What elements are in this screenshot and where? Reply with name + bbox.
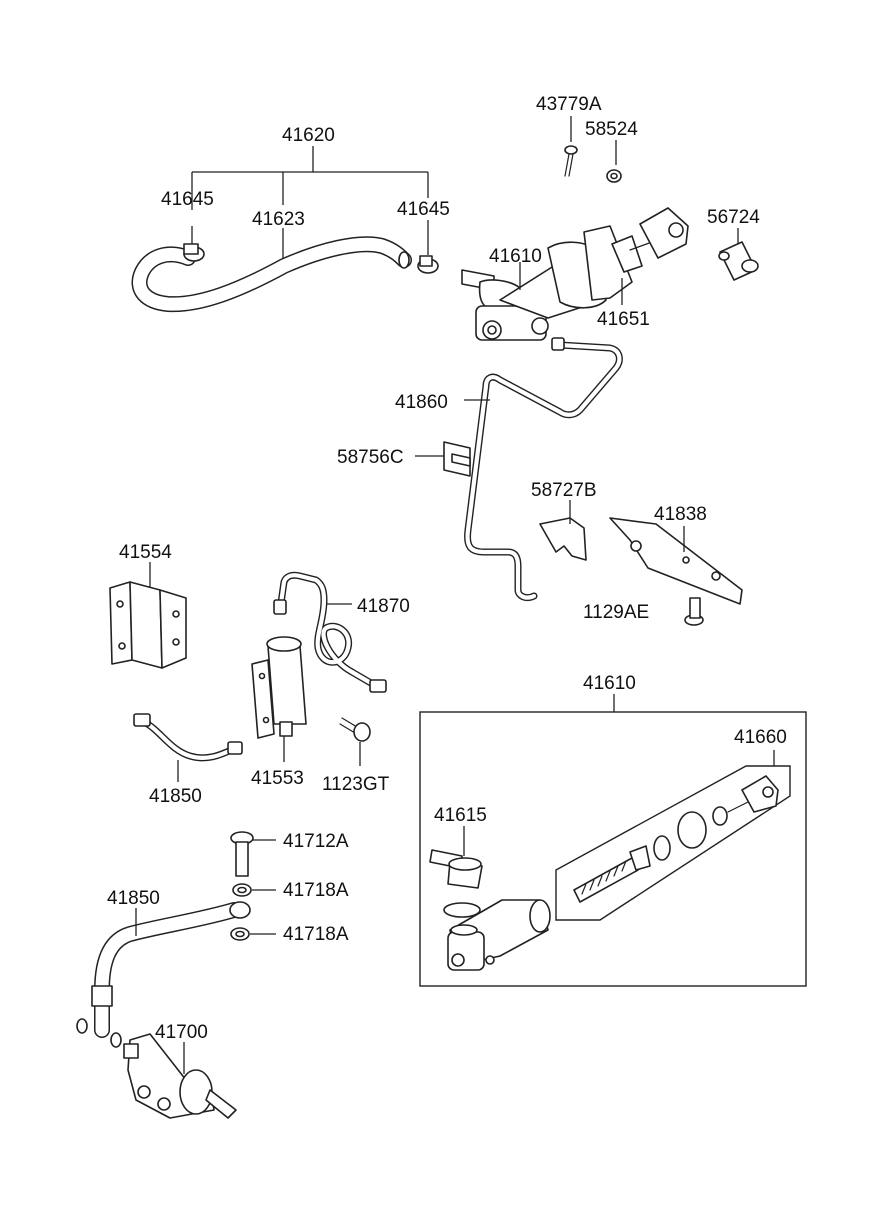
- label-41860: 41860: [395, 392, 448, 413]
- clip-58727B: [539, 500, 587, 561]
- washer-41718A-2: [230, 927, 276, 941]
- label-41615: 41615: [434, 805, 487, 826]
- label-41850-bottom: 41850: [107, 888, 160, 909]
- bracket-41838: [609, 517, 743, 605]
- hose-clamp-right: [417, 255, 439, 274]
- label-41620: 41620: [282, 125, 335, 146]
- split-pin-43779A: [564, 116, 578, 177]
- label-41718A-2: 41718A: [283, 924, 349, 945]
- bracket-41554: [109, 562, 187, 669]
- label-58756C: 58756C: [337, 447, 404, 468]
- reservoir-hose: [131, 236, 412, 313]
- label-56724: 56724: [707, 207, 760, 228]
- clutch-tube-41860: [464, 337, 623, 602]
- exploded-view-41610: [419, 694, 807, 987]
- clevis-pin-56724: [718, 228, 759, 281]
- washer-58524: [606, 140, 622, 183]
- label-41553: 41553: [251, 768, 304, 789]
- label-41623: 41623: [252, 209, 305, 230]
- label-41712A: 41712A: [283, 831, 349, 852]
- label-41718A-1: 41718A: [283, 880, 349, 901]
- label-41610-top: 41610: [489, 246, 542, 267]
- label-41660: 41660: [734, 727, 787, 748]
- label-41610-box: 41610: [583, 673, 636, 694]
- damper-tube-41870: [273, 571, 387, 693]
- bolt-1129AE: [684, 597, 704, 626]
- release-cylinder-41700: [123, 1033, 237, 1119]
- washer-41718A-1: [232, 883, 276, 897]
- label-41645-right: 41645: [397, 199, 450, 220]
- hose-clamp-left: [183, 243, 205, 262]
- hose-41850-top: [133, 713, 243, 782]
- label-43779A: 43779A: [536, 94, 602, 115]
- label-41838: 41838: [654, 504, 707, 525]
- label-58727B: 58727B: [531, 480, 597, 501]
- hose-group-41620: [191, 146, 429, 262]
- damper-41553: [251, 636, 307, 762]
- bolt-41712A: [230, 831, 276, 877]
- master-cylinder-41610: [461, 207, 689, 341]
- label-41554: 41554: [119, 542, 172, 563]
- bolt-1123GT: [339, 717, 371, 766]
- label-1129AE: 1129AE: [583, 602, 649, 623]
- label-41870: 41870: [357, 596, 410, 617]
- label-1123GT: 1123GT: [322, 774, 390, 795]
- label-41645-left: 41645: [161, 189, 214, 210]
- tube-clip-58756C: [415, 441, 471, 477]
- label-58524: 58524: [585, 119, 638, 140]
- label-41850-top: 41850: [149, 786, 202, 807]
- hose-41850-bottom: [76, 901, 251, 1048]
- label-41700: 41700: [155, 1022, 208, 1043]
- label-41651: 41651: [597, 309, 650, 330]
